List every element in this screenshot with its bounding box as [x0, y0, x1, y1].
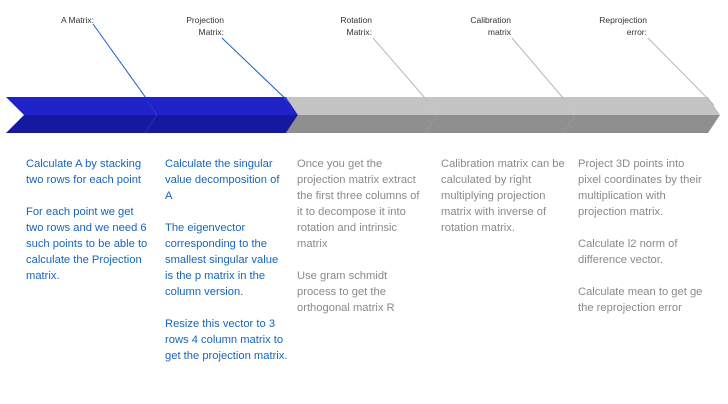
stage-2-paragraph-3: Resize this vector to 3 rows 4 column ma…	[165, 318, 288, 362]
stage-2-header-line-1: Projection	[186, 15, 224, 25]
stage-4-leader-line	[511, 37, 570, 106]
stage-3-header: Rotation Matrix:	[282, 14, 372, 38]
stage-4-header-line-2: matrix	[487, 27, 511, 37]
stage-3-description: Once you get the projection matrix extra…	[297, 156, 425, 332]
stage-3-header-line-2: Matrix:	[346, 27, 373, 37]
stage-4-header-line-1: Calibration	[470, 15, 511, 25]
stage-2-arrow	[145, 97, 298, 133]
stage-5-paragraph-3: Calculate mean to get ge the reprojectio…	[578, 286, 703, 314]
stage-1-arrow-bottom	[6, 115, 157, 133]
stage-2-paragraph-2: The eigenvector corresponding to the sma…	[165, 222, 279, 298]
stage-1-arrow-top	[6, 97, 157, 115]
stage-1-paragraph-1: Calculate A by stacking two rows for eac…	[26, 158, 142, 186]
stage-4-arrow-top	[425, 97, 575, 115]
stage-4-description: Calibration matrix can be calculated by …	[441, 156, 567, 252]
stage-2-leader-line	[221, 37, 293, 106]
stage-5-paragraph-2: Calculate l2 norm of difference vector.	[578, 238, 678, 266]
stage-1-header-line-1: A Matrix:	[60, 15, 94, 25]
stage-3-arrow-top	[286, 97, 437, 115]
stage-5-header: Reprojection error:	[557, 14, 647, 38]
stage-1-header: A Matrix:	[4, 14, 94, 26]
stage-5-header-line-1: Reprojection	[599, 15, 647, 25]
stage-5-arrow	[563, 97, 720, 133]
stage-5-description: Project 3D points into pixel coordinates…	[578, 156, 708, 332]
stage-2-arrow-top	[145, 97, 298, 115]
stage-4-arrow	[425, 97, 575, 133]
stage-5-header-line-2: error:	[626, 27, 647, 37]
stage-1-paragraph-2: For each point we get two rows and we ne…	[26, 206, 148, 282]
stage-4-header: Calibration matrix	[421, 14, 511, 38]
stage-3-arrow-bottom	[286, 115, 437, 133]
stage-2-header: Projection Matrix:	[134, 14, 224, 38]
stage-2-arrow-bottom	[145, 115, 298, 133]
stage-4-arrow-bottom	[425, 115, 575, 133]
stage-5-leader-line	[647, 37, 715, 106]
stage-3-paragraph-2: Use gram schmidt process to get the orth…	[297, 270, 395, 314]
stage-5-arrow-top	[563, 97, 720, 115]
stage-1-description: Calculate A by stacking two rows for eac…	[26, 156, 148, 300]
stage-2-description: Calculate the singular value decompositi…	[165, 156, 289, 380]
stage-3-leader-line	[372, 37, 432, 106]
stage-2-header-line-2: Matrix:	[198, 27, 225, 37]
stage-2-paragraph-1: Calculate the singular value decompositi…	[165, 158, 280, 202]
stage-4-paragraph-1: Calibration matrix can be calculated by …	[441, 158, 565, 234]
stage-3-paragraph-1: Once you get the projection matrix extra…	[297, 158, 420, 250]
stage-3-arrow	[286, 97, 437, 133]
stage-5-arrow-bottom	[563, 115, 720, 133]
stage-3-header-line-1: Rotation	[340, 15, 372, 25]
stage-5-paragraph-1: Project 3D points into pixel coordinates…	[578, 158, 702, 218]
stage-1-leader-line	[92, 23, 152, 106]
stage-1-arrow	[6, 97, 157, 133]
